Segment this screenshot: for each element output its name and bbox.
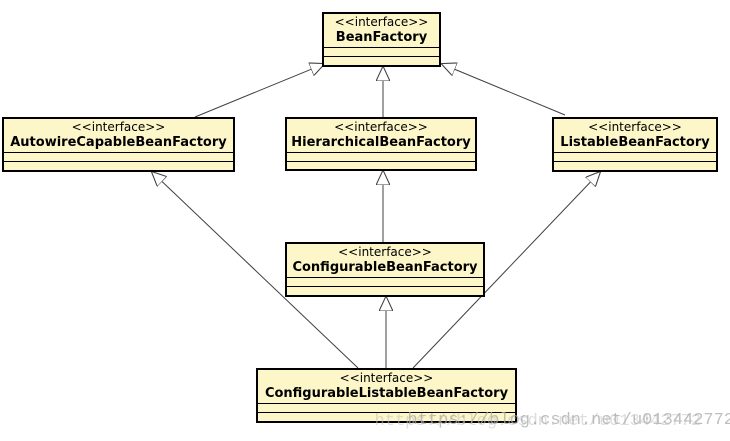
operations-compartment xyxy=(324,57,439,65)
attributes-compartment xyxy=(4,153,233,162)
operations-compartment xyxy=(258,413,515,421)
operations-compartment xyxy=(4,162,233,170)
attributes-compartment xyxy=(287,153,475,162)
class-header: <<interface>>ListableBeanFactory xyxy=(554,119,716,153)
class-header: <<interface>>ConfigurableListableBeanFac… xyxy=(258,370,515,404)
stereotype-label: <<interface>> xyxy=(588,119,682,134)
attributes-compartment xyxy=(287,278,483,287)
class-box-HierarchicalBeanFactory: <<interface>>HierarchicalBeanFactory xyxy=(285,117,477,171)
attributes-compartment xyxy=(324,48,439,57)
stereotype-label: <<interface>> xyxy=(334,119,428,134)
class-box-AutowireCapableBeanFactory: <<interface>>AutowireCapableBeanFactory xyxy=(2,117,235,172)
operations-compartment xyxy=(287,287,483,295)
class-name-label: ConfigurableBeanFactory xyxy=(292,259,478,275)
stereotype-label: <<interface>> xyxy=(71,119,166,134)
class-name-label: AutowireCapableBeanFactory xyxy=(10,134,227,150)
class-header: <<interface>>ConfigurableBeanFactory xyxy=(287,244,483,278)
class-name-label: HierarchicalBeanFactory xyxy=(291,134,471,150)
attributes-compartment xyxy=(554,153,716,162)
class-box-BeanFactory: <<interface>>BeanFactory xyxy=(322,12,441,67)
class-box-ConfigurableListableBeanFactory: <<interface>>ConfigurableListableBeanFac… xyxy=(256,368,517,423)
operations-compartment xyxy=(554,162,716,170)
class-name-label: BeanFactory xyxy=(335,29,428,45)
stereotype-label: <<interface>> xyxy=(338,244,432,259)
class-header: <<interface>>HierarchicalBeanFactory xyxy=(287,119,475,153)
generalization-ListableBeanFactory-to-BeanFactory xyxy=(455,69,566,116)
operations-compartment xyxy=(287,162,475,169)
generalization-ConfigurableListableBeanFactory-to-ListableBeanFactory xyxy=(412,182,590,369)
class-header: <<interface>>BeanFactory xyxy=(324,14,439,48)
generalization-AutowireCapableBeanFactory-to-BeanFactory xyxy=(194,69,311,118)
stereotype-label: <<interface>> xyxy=(334,14,429,29)
generalization-ConfigurableListableBeanFactory-to-AutowireCapableBeanFactory xyxy=(162,182,359,369)
class-box-ListableBeanFactory: <<interface>>ListableBeanFactory xyxy=(552,117,718,172)
stereotype-label: <<interface>> xyxy=(339,370,434,385)
class-name-label: ListableBeanFactory xyxy=(560,134,710,150)
class-name-label: ConfigurableListableBeanFactory xyxy=(264,385,509,401)
class-header: <<interface>>AutowireCapableBeanFactory xyxy=(4,119,233,153)
class-box-ConfigurableBeanFactory: <<interface>>ConfigurableBeanFactory xyxy=(285,242,485,297)
attributes-compartment xyxy=(258,404,515,413)
